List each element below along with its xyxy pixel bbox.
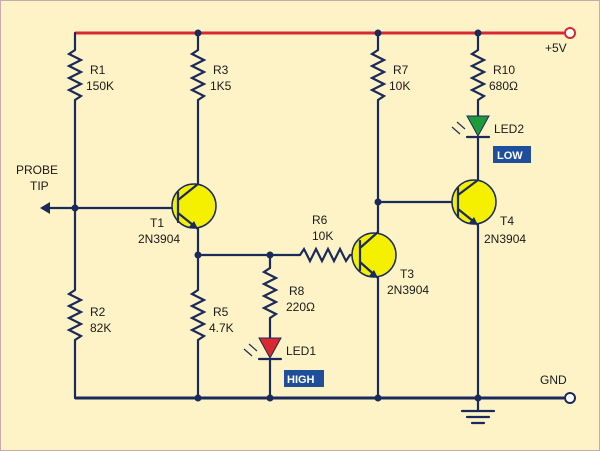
resistor-r1 <box>66 49 84 101</box>
r5-label: R5 <box>213 305 229 319</box>
t3-label: T3 <box>400 267 414 281</box>
resistor-r3 <box>189 49 207 101</box>
resistor-r2 <box>66 289 84 341</box>
r8-label: R8 <box>289 284 305 298</box>
r2-label: R2 <box>90 305 106 319</box>
resistor-r10 <box>469 49 487 101</box>
r10-label: R10 <box>493 63 515 77</box>
r7-label: R7 <box>393 63 409 77</box>
t1-label: T1 <box>150 216 164 230</box>
r6-value: 10K <box>312 229 333 243</box>
probe-label-line2: TIP <box>30 179 49 193</box>
r1-label: R1 <box>90 63 106 77</box>
t1-part: 2N3904 <box>138 232 180 246</box>
r8-value: 220Ω <box>286 300 315 314</box>
led2-tag: LOW <box>497 150 523 162</box>
ground-label: GND <box>540 373 567 387</box>
supply-terminal <box>564 27 576 39</box>
r3-label: R3 <box>213 63 229 77</box>
r7-value: 10K <box>389 79 410 93</box>
t3-part: 2N3904 <box>387 283 429 297</box>
led2-label: LED2 <box>494 122 524 136</box>
led1 <box>243 337 283 400</box>
resistor-r8 <box>261 267 279 319</box>
r3-value: 1K5 <box>210 79 232 93</box>
t4-part: 2N3904 <box>484 232 526 246</box>
transistor-t3 <box>351 230 397 280</box>
supply-label: +5V <box>545 41 567 55</box>
resistor-r7 <box>369 49 387 101</box>
ground-terminal <box>564 392 576 404</box>
r10-value: 680Ω <box>489 79 518 93</box>
transistor-t4 <box>451 178 497 227</box>
led1-tag-bg <box>284 370 324 387</box>
led1-label: LED1 <box>286 344 316 358</box>
probe-arrow-icon <box>40 202 50 214</box>
r6-label: R6 <box>312 213 328 227</box>
led1-tag: HIGH <box>287 374 315 386</box>
transistor-t1 <box>171 182 217 231</box>
r5-value: 4.7K <box>209 321 234 335</box>
led2-tag-bg <box>493 146 531 163</box>
resistor-r6 <box>299 246 351 264</box>
r1-value: 150K <box>86 79 114 93</box>
t4-label: T4 <box>500 214 514 228</box>
probe-label-line1: PROBE <box>16 163 58 177</box>
ground-icon <box>460 396 496 425</box>
r2-value: 82K <box>90 321 111 335</box>
led2 <box>451 115 491 182</box>
resistor-r5 <box>189 289 207 341</box>
